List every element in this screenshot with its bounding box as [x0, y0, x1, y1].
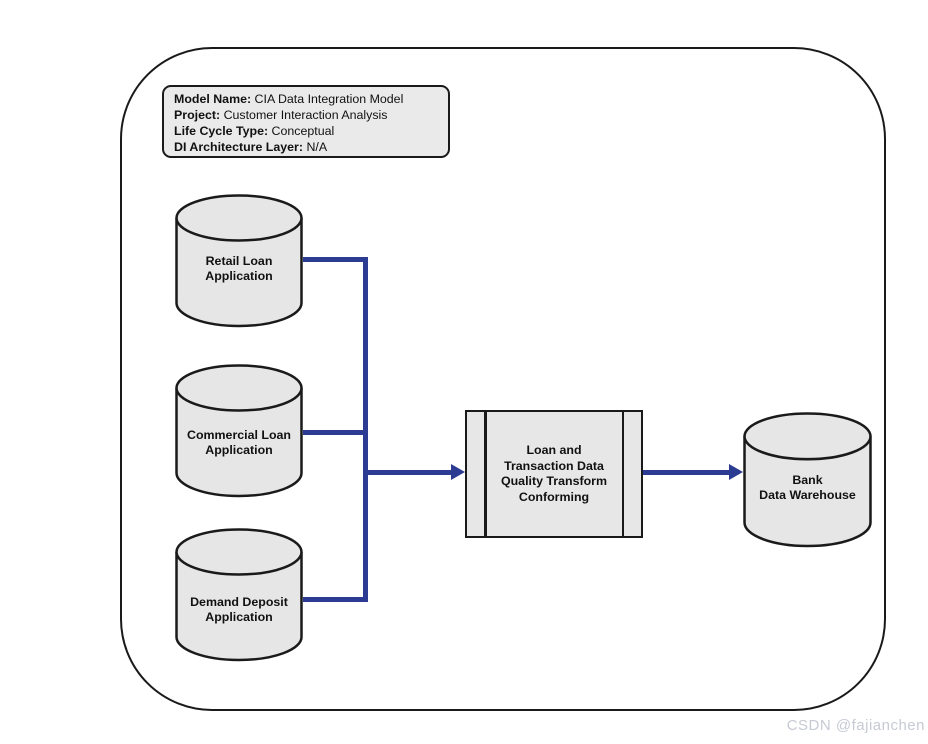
database-cylinder-icon: [743, 412, 872, 548]
connector-retail-loan-line: [303, 257, 368, 262]
source-node-retail-loan: Retail Loan Application: [175, 194, 303, 328]
transform-left-band: [484, 412, 487, 536]
lifecycle-label: Life Cycle Type:: [174, 124, 269, 138]
project-value: Customer Interaction Analysis: [220, 108, 388, 122]
flow-arrow-to-transform-shaft: [363, 470, 451, 475]
transform-right-band: [621, 412, 624, 536]
node-label: Retail Loan Application: [205, 254, 273, 284]
connector-commercial-loan-line: [303, 430, 368, 435]
target-node-bank-data-warehouse: Bank Data Warehouse: [743, 412, 872, 548]
database-cylinder-icon: [175, 364, 303, 498]
source-node-commercial-loan: Commercial Loan Application: [175, 364, 303, 498]
di-layer-value: N/A: [303, 140, 328, 154]
node-label: Commercial Loan Application: [187, 428, 291, 458]
di-layer-label: DI Architecture Layer:: [174, 140, 303, 154]
arrowhead-right-icon: [451, 464, 465, 480]
watermark: CSDN @fajianchen: [786, 717, 925, 734]
lifecycle-value: Conceptual: [268, 124, 335, 138]
node-label: Bank Data Warehouse: [759, 473, 856, 503]
model-info-box: Model Name: CIA Data Integration Model P…: [162, 85, 450, 158]
model-name-value: CIA Data Integration Model: [251, 92, 404, 106]
connector-demand-deposit-line: [303, 597, 368, 602]
model-info-line-di-layer: DI Architecture Layer: N/A: [174, 139, 438, 155]
arrowhead-right-icon: [729, 464, 743, 480]
model-info-line-name: Model Name: CIA Data Integration Model: [174, 91, 438, 107]
flow-arrow-to-warehouse-shaft: [643, 470, 729, 475]
model-name-label: Model Name:: [174, 92, 252, 106]
connector-vertical-bus: [363, 257, 368, 602]
node-label: Loan and Transaction Data Quality Transf…: [500, 443, 608, 504]
model-info-line-lifecycle: Life Cycle Type: Conceptual: [174, 123, 438, 139]
database-cylinder-icon: [175, 194, 303, 328]
transform-node-quality-conforming: Loan and Transaction Data Quality Transf…: [465, 410, 643, 538]
project-label: Project:: [174, 108, 221, 122]
database-cylinder-icon: [175, 528, 303, 662]
source-node-demand-deposit: Demand Deposit Application: [175, 528, 303, 662]
model-info-line-project: Project: Customer Interaction Analysis: [174, 107, 438, 123]
node-label: Demand Deposit Application: [190, 595, 288, 624]
